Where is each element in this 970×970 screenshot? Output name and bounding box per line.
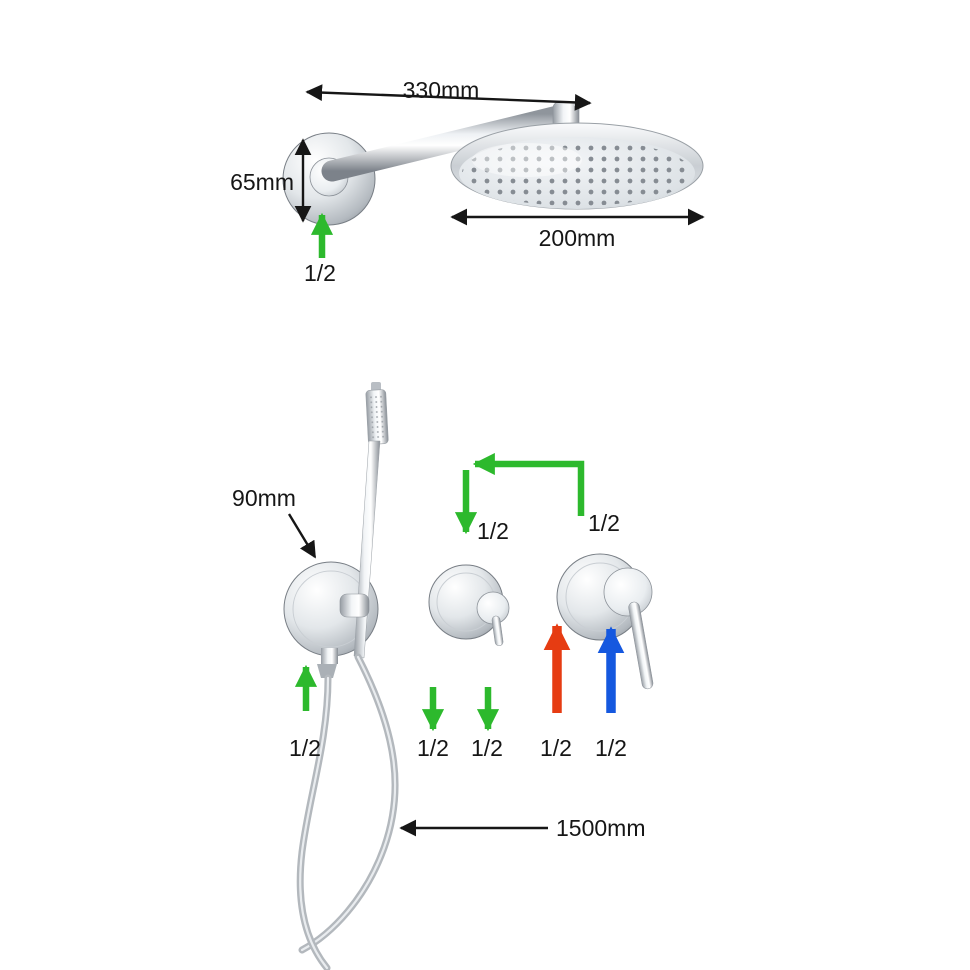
flange-height-label: 65mm [230, 169, 294, 195]
link-right-label: 1/2 [588, 510, 620, 536]
hand-shower-head-nozzles [368, 393, 386, 441]
arm-length-arrow [305, 84, 592, 111]
arm-length-label: 330mm [403, 77, 480, 103]
bracket-outlet-nut [317, 664, 337, 678]
valve-link-line [472, 452, 585, 516]
shower-head-nozzles [462, 140, 692, 206]
rain-shower-assembly [282, 101, 704, 226]
valve1-outlet-left-label: 1/2 [417, 735, 449, 761]
mixer-valve-1 [428, 564, 510, 647]
bracket-offset-label: 90mm [232, 485, 296, 511]
hand-shower-holder-clip [339, 593, 370, 618]
valve2-lever [628, 601, 654, 690]
valve1-lever [491, 615, 504, 647]
bottom-annotations: 90mm 1/2 1/2 1/2 1/2 1/2 1/2 1/2 1500mm [232, 452, 645, 841]
hot-inlet-label: 1/2 [540, 735, 572, 761]
shower-hose-strand-2-highlight [299, 676, 330, 970]
shower-head-sheen [472, 143, 582, 177]
hand-shower-assembly [283, 382, 399, 970]
shower-hose-strand-1-highlight [300, 655, 397, 952]
head-diameter-label: 200mm [539, 225, 616, 251]
cold-inlet-label: 1/2 [595, 735, 627, 761]
bracket-outlet [321, 648, 338, 664]
valve2-knob [603, 567, 653, 617]
arm-inlet-label: 1/2 [304, 260, 336, 286]
hand-shower-head [365, 389, 389, 445]
bracket-offset-pointer [287, 513, 317, 559]
hose-length-label: 1500mm [556, 815, 645, 841]
valve1-outlet-right-label: 1/2 [471, 735, 503, 761]
shower-arm [321, 103, 577, 182]
bracket-inlet-label: 1/2 [289, 735, 321, 761]
top-dimensions: 330mm 65mm 200mm 1/2 [230, 77, 705, 286]
link-left-label: 1/2 [477, 518, 509, 544]
